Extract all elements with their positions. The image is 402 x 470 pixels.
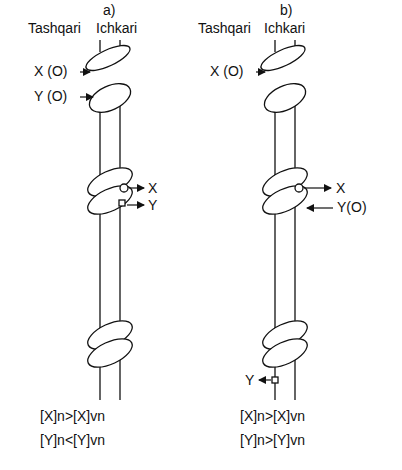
side-label: Tashqari (28, 20, 81, 37)
side-label: Tashqari (198, 20, 251, 37)
concentration-note: [X]n>[X]vn (40, 408, 105, 425)
concentration-note: [X]n>[X]vn (240, 408, 305, 425)
substance-label: X (O) (210, 63, 243, 80)
concentration-note: [Y]n>[Y]vn (240, 432, 305, 449)
side-label: Ichkari (96, 20, 137, 37)
substance-label: X (148, 180, 157, 197)
substance-label: X (O) (34, 63, 67, 80)
substance-label: Y(O) (337, 199, 367, 216)
substance-label: Y (245, 372, 254, 389)
substance-label: Y (148, 197, 157, 214)
panel-letter: b) (280, 2, 292, 19)
substance-label: X (336, 180, 345, 197)
side-label: Ichkari (264, 20, 305, 37)
concentration-note: [Y]n<[Y]vn (40, 432, 105, 449)
panel-letter: a) (103, 2, 115, 19)
substance-label: Y (O) (34, 88, 67, 105)
